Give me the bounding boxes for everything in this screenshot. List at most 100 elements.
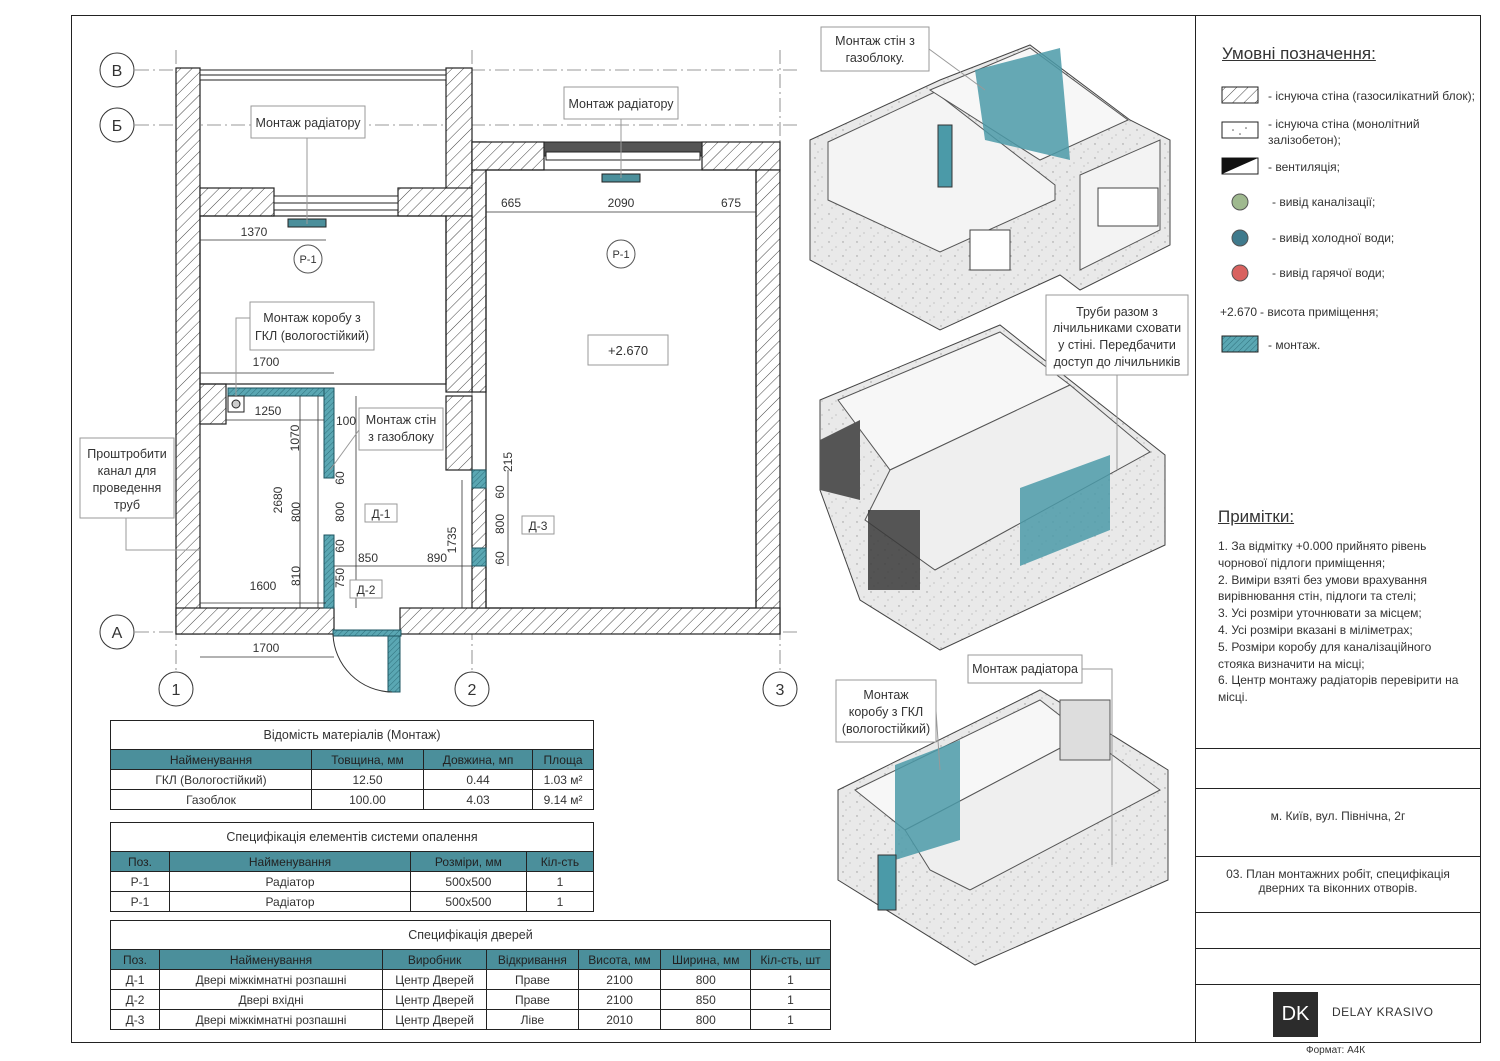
materials-header: Товщина, мм [311,749,424,770]
radiator-tag-right [606,239,636,269]
callout-channel-line4: труб [114,498,140,512]
note-item: 2. Виміри взяті без умови врахування вир… [1218,572,1427,604]
notes-list: 1. За відмітку +0.000 прийнято рівень чо… [1218,538,1468,706]
legend-swatch-mount [1221,335,1259,353]
heating-cell: 500x500 [410,871,527,892]
dim-text: 1370 [241,225,268,239]
doors-cell: Праве [486,969,579,990]
heating-cell: Радіатор [169,891,411,912]
brand-logo: DK [1273,992,1318,1037]
legend-swatches [1221,86,1259,353]
materials-header: Площа [532,749,594,770]
table-row: Газоблок 100.00 4.03 9.14 м² [110,789,594,810]
heating-cell: 1 [525,871,595,892]
dim-text: 2680 [271,486,285,513]
materials-table: Відомість матеріалів (Монтаж) Найменуван… [110,720,594,810]
axis-bubbles: В Б А 1 2 3 [99,52,798,707]
brand-name: DELAY KRASIVO [1332,1005,1434,1019]
materials-cell: 9.14 м² [532,789,594,810]
doors-cell: 1 [750,969,831,990]
doors-header: Поз. [110,949,160,970]
axis-label-1: 1 [172,682,181,699]
doors-cell: 2010 [577,1009,662,1030]
doors-table: Специфікація дверей Поз. Найменування Ви… [110,920,831,1030]
legend-item-sewer: - вивід каналізації; [1272,195,1376,209]
callout-channel-line1: Проштробити [87,447,166,461]
callout-gasblock-line1: Монтаж стін [366,413,437,427]
heating-header: Найменування [169,851,411,872]
legend-item-concrete: - існуюча стіна (монолітний залізобетон)… [1268,117,1420,147]
sheet-title-line1: 03. План монтажних робіт, специфікація [1226,867,1450,881]
doors-cell: 800 [660,1009,752,1030]
legend-item-hot: - вивід гарячої води; [1272,266,1385,280]
legend-item-vent: - вентиляція; [1268,160,1340,174]
legend-height-sample: +2.670 [1220,305,1258,319]
materials-header: Довжина, мп [422,749,534,770]
legend-title: Умовні позначення: [1222,44,1376,63]
legend-swatch-concrete [1221,121,1259,139]
legend-item-mount: - монтаж. [1268,338,1321,352]
radiator-tag-text: Р-1 [612,249,629,261]
doors-header: Ширина, мм [660,949,752,970]
axis-bubble-b [99,107,135,143]
plan-callout-boxes [79,86,679,519]
heating-cell: Р-1 [110,871,170,892]
legend-item-gasblock: - існуюча стіна (газосилікатний блок); [1268,89,1475,103]
materials-cell: Газоблок [110,789,312,810]
iso-view-2 [819,324,1166,651]
dim-text: 1700 [253,641,280,655]
heating-header: Розміри, мм [410,851,527,872]
doors-title: Специфікація дверей [110,920,831,949]
iso-callout-gkl-line3: (вологостійкий) [842,722,930,736]
callout-channel-line2: канал для [98,464,157,478]
materials-title: Відомість матеріалів (Монтаж) [110,720,594,749]
axis-label-2: 2 [468,682,477,699]
callout-radiator-right: Монтаж радіатору [568,97,674,111]
dim-text: 890 [427,551,447,565]
dimension-lines [200,211,756,658]
dim-text: 850 [358,551,378,565]
heating-table: Специфікація елементів системи опалення … [110,822,595,912]
doors-cell: 800 [660,969,752,990]
callout-gkl-line2: ГКЛ (вологостійкий) [255,329,369,343]
entrance-door-swing [332,633,393,693]
iso-callout-pipes-line2: лічильниками сховати [1053,321,1181,335]
iso-callout-gasblock-line1: Монтаж стін з [835,34,915,48]
heating-cell: 1 [525,891,595,912]
dim-text: 1250 [255,404,282,418]
callout-radiator-left: Монтаж радіатору [255,116,361,130]
doors-cell: Ліве [486,1009,579,1030]
doors-cell: 850 [660,989,752,1010]
sheet-frame [71,15,1481,1043]
iso-callout-gkl-line1: Монтаж [863,688,909,702]
doors-cell: 2100 [577,989,662,1010]
materials-cell: 12.50 [311,769,424,790]
door-tag-d3: Д-3 [529,519,548,533]
doors-cell: Центр Дверей [381,1009,488,1030]
dim-text: 800 [289,502,303,522]
dim-text: 1070 [288,424,302,451]
door-tag-d1: Д-1 [372,507,391,521]
heating-header: Кіл-сть [525,851,595,872]
legend-cold-water-icon [1231,229,1249,247]
doors-cell: 1 [750,1009,831,1030]
doors-cell: Двері міжкімнатні розпашні [159,969,383,990]
legend-sewer-icon [1231,193,1249,211]
title-block-address: м. Київ, вул. Північна, 2г [1195,788,1481,844]
iso-view-3 [837,689,1169,966]
callout-channel-line3: проведення [93,481,162,495]
doors-cell: Праве [486,989,579,1010]
table-row: Р-1 Радіатор 500x500 1 [110,871,595,892]
legend-swatch-gasblock [1221,86,1259,104]
legend-item-height: - висота приміщення; [1260,305,1379,319]
doors-cell: Центр Дверей [381,989,488,1010]
doors-cell: Центр Дверей [381,969,488,990]
table-row: Д-1 Двері міжкімнатні розпашні Центр Две… [110,969,831,990]
axis-label-v: В [112,63,123,80]
doors-header: Виробник [381,949,488,970]
note-item: 3. Усі розміри уточнювати за місцем; [1218,606,1422,621]
dim-text: 810 [289,566,303,586]
materials-cell: 1.03 м² [532,769,594,790]
iso-callout-gkl-line2: коробу з ГКЛ [849,705,924,719]
